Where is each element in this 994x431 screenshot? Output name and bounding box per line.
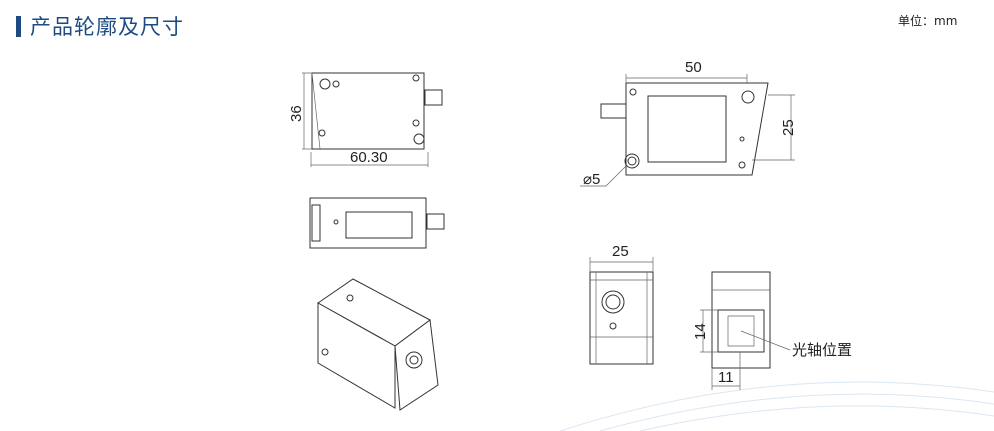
connector-view-drawing: 25 — [589, 243, 654, 365]
dim-side-height: 36 — [288, 105, 305, 122]
isometric-view-drawing — [317, 278, 439, 411]
side-view-drawing: 36 60.30 — [288, 72, 443, 167]
dim-window-height: 14 — [692, 323, 709, 340]
dim-rear-height: 25 — [780, 119, 797, 136]
page-title: 产品轮廓及尺寸 — [30, 15, 184, 39]
optical-window-view-drawing: 14 11 光轴位置 — [692, 271, 852, 390]
top-view-drawing — [309, 197, 445, 249]
dim-window-width: 11 — [718, 369, 734, 386]
optical-axis-label: 光轴位置 — [792, 342, 852, 359]
dim-rear-width: 50 — [685, 59, 702, 76]
dim-side-width: 60.30 — [350, 149, 388, 166]
rear-view-drawing: 50 25 ⌀5 — [580, 59, 797, 188]
decorative-curves — [559, 381, 994, 431]
dim-hole-diameter: ⌀5 — [583, 171, 600, 188]
title-accent-bar — [16, 16, 21, 37]
dim-front-width: 25 — [612, 243, 629, 260]
unit-label: 单位：mm — [898, 14, 958, 28]
